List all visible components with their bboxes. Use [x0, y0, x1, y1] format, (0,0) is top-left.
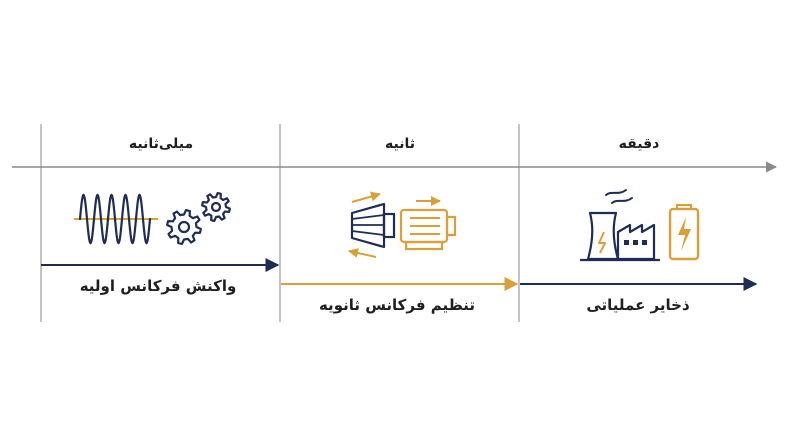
generator-icon — [399, 196, 457, 251]
turbine-icon — [348, 191, 396, 258]
sine-wave-icon — [74, 193, 158, 245]
heading-seconds: ثانیه — [385, 136, 415, 152]
heading-milliseconds: میلی‌ثانیه — [128, 136, 194, 152]
battery-icon — [668, 204, 700, 261]
caption-primary-frequency-response: واکنش فرکانس اولیه — [79, 277, 237, 295]
heading-minutes: دقیقه — [618, 136, 660, 152]
caption-operating-reserves: ذخایر عملیاتی — [586, 296, 690, 314]
gear-icon — [201, 192, 231, 222]
power-plant-icon — [580, 189, 660, 262]
caption-secondary-frequency-regulation: تنظیم فرکانس ثانویه — [318, 296, 476, 314]
gear-icon — [166, 209, 202, 245]
